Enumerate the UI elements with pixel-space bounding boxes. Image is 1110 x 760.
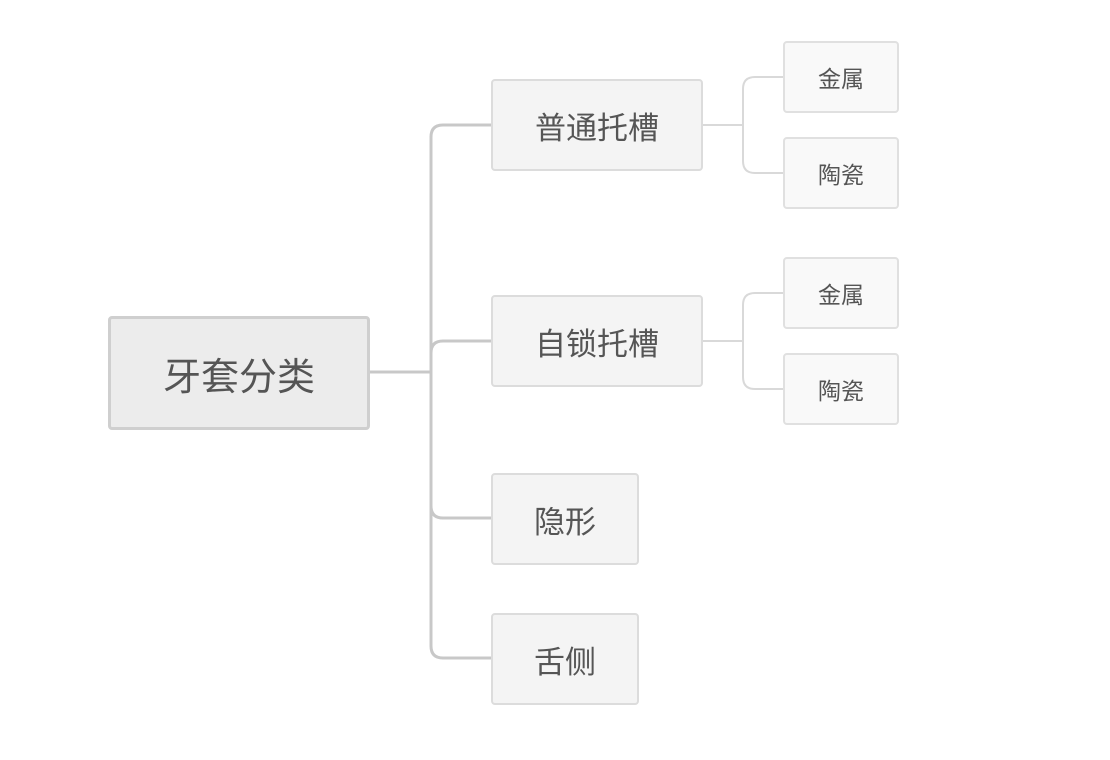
connector-a-child1	[742, 76, 783, 174]
leaf-node-普通托槽-陶瓷[interactable]: 陶瓷	[783, 137, 899, 209]
main-connectors	[370, 123, 491, 660]
connector-to-舌侧	[429, 372, 491, 660]
connector-b-child1	[742, 292, 783, 390]
branch-node-普通托槽[interactable]: 普通托槽	[491, 79, 703, 171]
leaf-node-普通托槽-金属[interactable]: 金属	[783, 41, 899, 113]
branch-node-隐形[interactable]: 隐形	[491, 473, 639, 565]
leaf-node-自锁托槽-陶瓷[interactable]: 陶瓷	[783, 353, 899, 425]
connector-to-普通托槽	[429, 123, 491, 372]
sub-connectors	[703, 76, 783, 390]
connector-to-自锁托槽	[429, 339, 491, 372]
connector-to-隐形	[429, 372, 491, 520]
root-node[interactable]: 牙套分类	[108, 316, 370, 430]
leaf-node-自锁托槽-金属[interactable]: 金属	[783, 257, 899, 329]
branch-node-舌侧[interactable]: 舌侧	[491, 613, 639, 705]
branch-node-自锁托槽[interactable]: 自锁托槽	[491, 295, 703, 387]
